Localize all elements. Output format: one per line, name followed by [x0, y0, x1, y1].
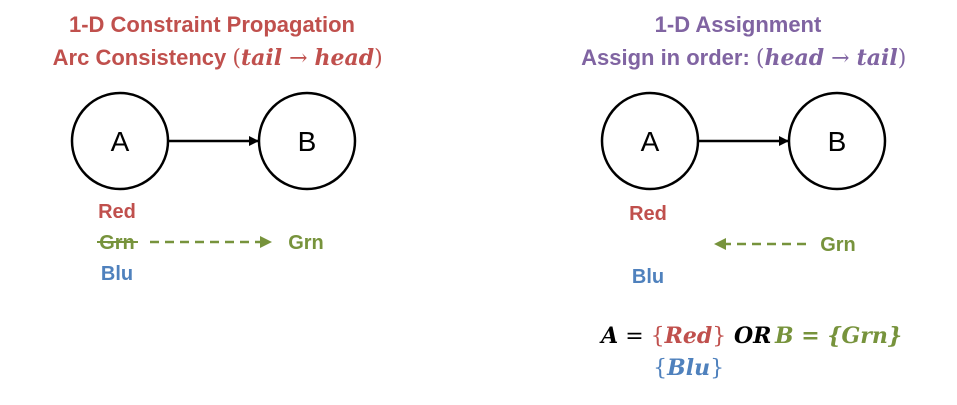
- assignment-a-equation: A = {Red} OR: [570, 323, 794, 349]
- left-title-line2: Arc Consistency (tail → head): [11, 45, 414, 71]
- right-a-value-red: Red: [629, 203, 667, 225]
- left-title-from: tail: [241, 45, 282, 71]
- left-a-value-red: Red: [98, 201, 136, 223]
- left-title-close: ): [374, 46, 383, 71]
- right-a-value-blu: Blu: [632, 266, 664, 288]
- right-panel: 1-D Assignment Assign in order: (head → …: [539, 12, 937, 381]
- right-title-from: head: [765, 45, 825, 71]
- left-panel: 1-D Constraint Propagation Arc Consisten…: [11, 12, 414, 285]
- assign-a-or: OR: [726, 323, 771, 349]
- assign-a-close: }: [712, 324, 726, 349]
- right-title-prefix: Assign in order:: [581, 45, 756, 70]
- right-title-line2: Assign in order: (head → tail): [539, 45, 937, 71]
- assign-a-eq: =: [618, 324, 650, 349]
- left-title-prefix: Arc Consistency: [53, 45, 233, 70]
- left-title-open: (: [232, 46, 241, 71]
- assignment-a-second: {Blu}: [622, 355, 746, 381]
- right-node-a-label: A: [641, 126, 660, 157]
- assignment-b-equation: B = {Grn}: [774, 323, 902, 349]
- left-node-b-label: B: [298, 126, 317, 157]
- assign-a-red: Red: [664, 323, 713, 349]
- assign-a-second-close: }: [710, 356, 724, 381]
- assign-a-blu: Blu: [666, 355, 710, 381]
- left-a-value-blu: Blu: [101, 263, 133, 285]
- left-node-b: [257, 91, 357, 191]
- right-b-value-grn: Grn: [820, 234, 856, 256]
- left-node-a-label: A: [111, 126, 130, 157]
- left-title-to: head: [315, 45, 375, 71]
- left-title-line1: 1-D Constraint Propagation: [69, 12, 355, 37]
- assign-a-var: A: [599, 323, 618, 349]
- assign-a-open: {: [651, 324, 665, 349]
- right-node-b: [787, 91, 887, 191]
- right-title-arrow: →: [824, 46, 856, 71]
- right-node-b-label: B: [828, 126, 847, 157]
- assign-a-second-open: {: [653, 356, 667, 381]
- right-title-to: tail: [857, 45, 898, 71]
- right-title-open: (: [756, 46, 765, 71]
- left-title-arrow: →: [282, 46, 314, 71]
- right-title-close: ): [898, 46, 907, 71]
- right-title-line1: 1-D Assignment: [655, 12, 822, 37]
- left-b-value-grn: Grn: [288, 232, 324, 254]
